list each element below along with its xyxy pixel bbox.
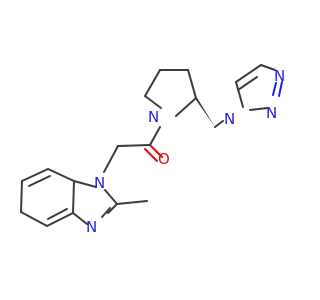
bonds — [20, 64, 283, 227]
bond — [72, 180, 75, 214]
bond — [103, 145, 119, 173]
bond — [107, 203, 118, 214]
bond — [272, 82, 277, 96]
bond — [20, 211, 48, 227]
benzimidazole-n1-label: N — [94, 174, 105, 192]
bond — [47, 208, 68, 220]
benzimidazole-n3-label: N — [86, 218, 97, 236]
carbonyl-oxygen-label: O — [158, 150, 170, 168]
bond — [278, 81, 283, 97]
bond — [144, 69, 161, 97]
bond — [73, 180, 97, 188]
bond — [235, 64, 262, 83]
bond — [149, 144, 163, 158]
bond — [149, 126, 161, 146]
triazole-n1-label: N — [224, 110, 235, 128]
bond — [187, 69, 197, 99]
wedge-bond — [196, 96, 215, 127]
molecule-structure: N O N N N N N — [20, 64, 285, 236]
atom-labels: N O N N N N N — [86, 67, 285, 236]
bond — [72, 212, 88, 225]
bond — [28, 175, 51, 187]
bond — [104, 189, 118, 205]
bond — [101, 207, 111, 218]
bond — [117, 144, 151, 147]
bond — [20, 180, 23, 213]
triazole-n3-label: N — [274, 67, 285, 85]
pyrrolidine-nitrogen-label: N — [148, 108, 159, 126]
bond — [249, 107, 269, 111]
bond — [235, 81, 244, 108]
bond — [47, 168, 75, 182]
bond — [46, 212, 74, 227]
bond — [214, 120, 224, 128]
bond — [21, 168, 49, 182]
bond — [144, 95, 162, 109]
bond — [175, 97, 197, 117]
bond — [260, 64, 276, 71]
bond — [237, 76, 258, 91]
bond — [116, 200, 148, 205]
triazole-n2-label: N — [266, 104, 277, 122]
bond — [144, 148, 158, 162]
